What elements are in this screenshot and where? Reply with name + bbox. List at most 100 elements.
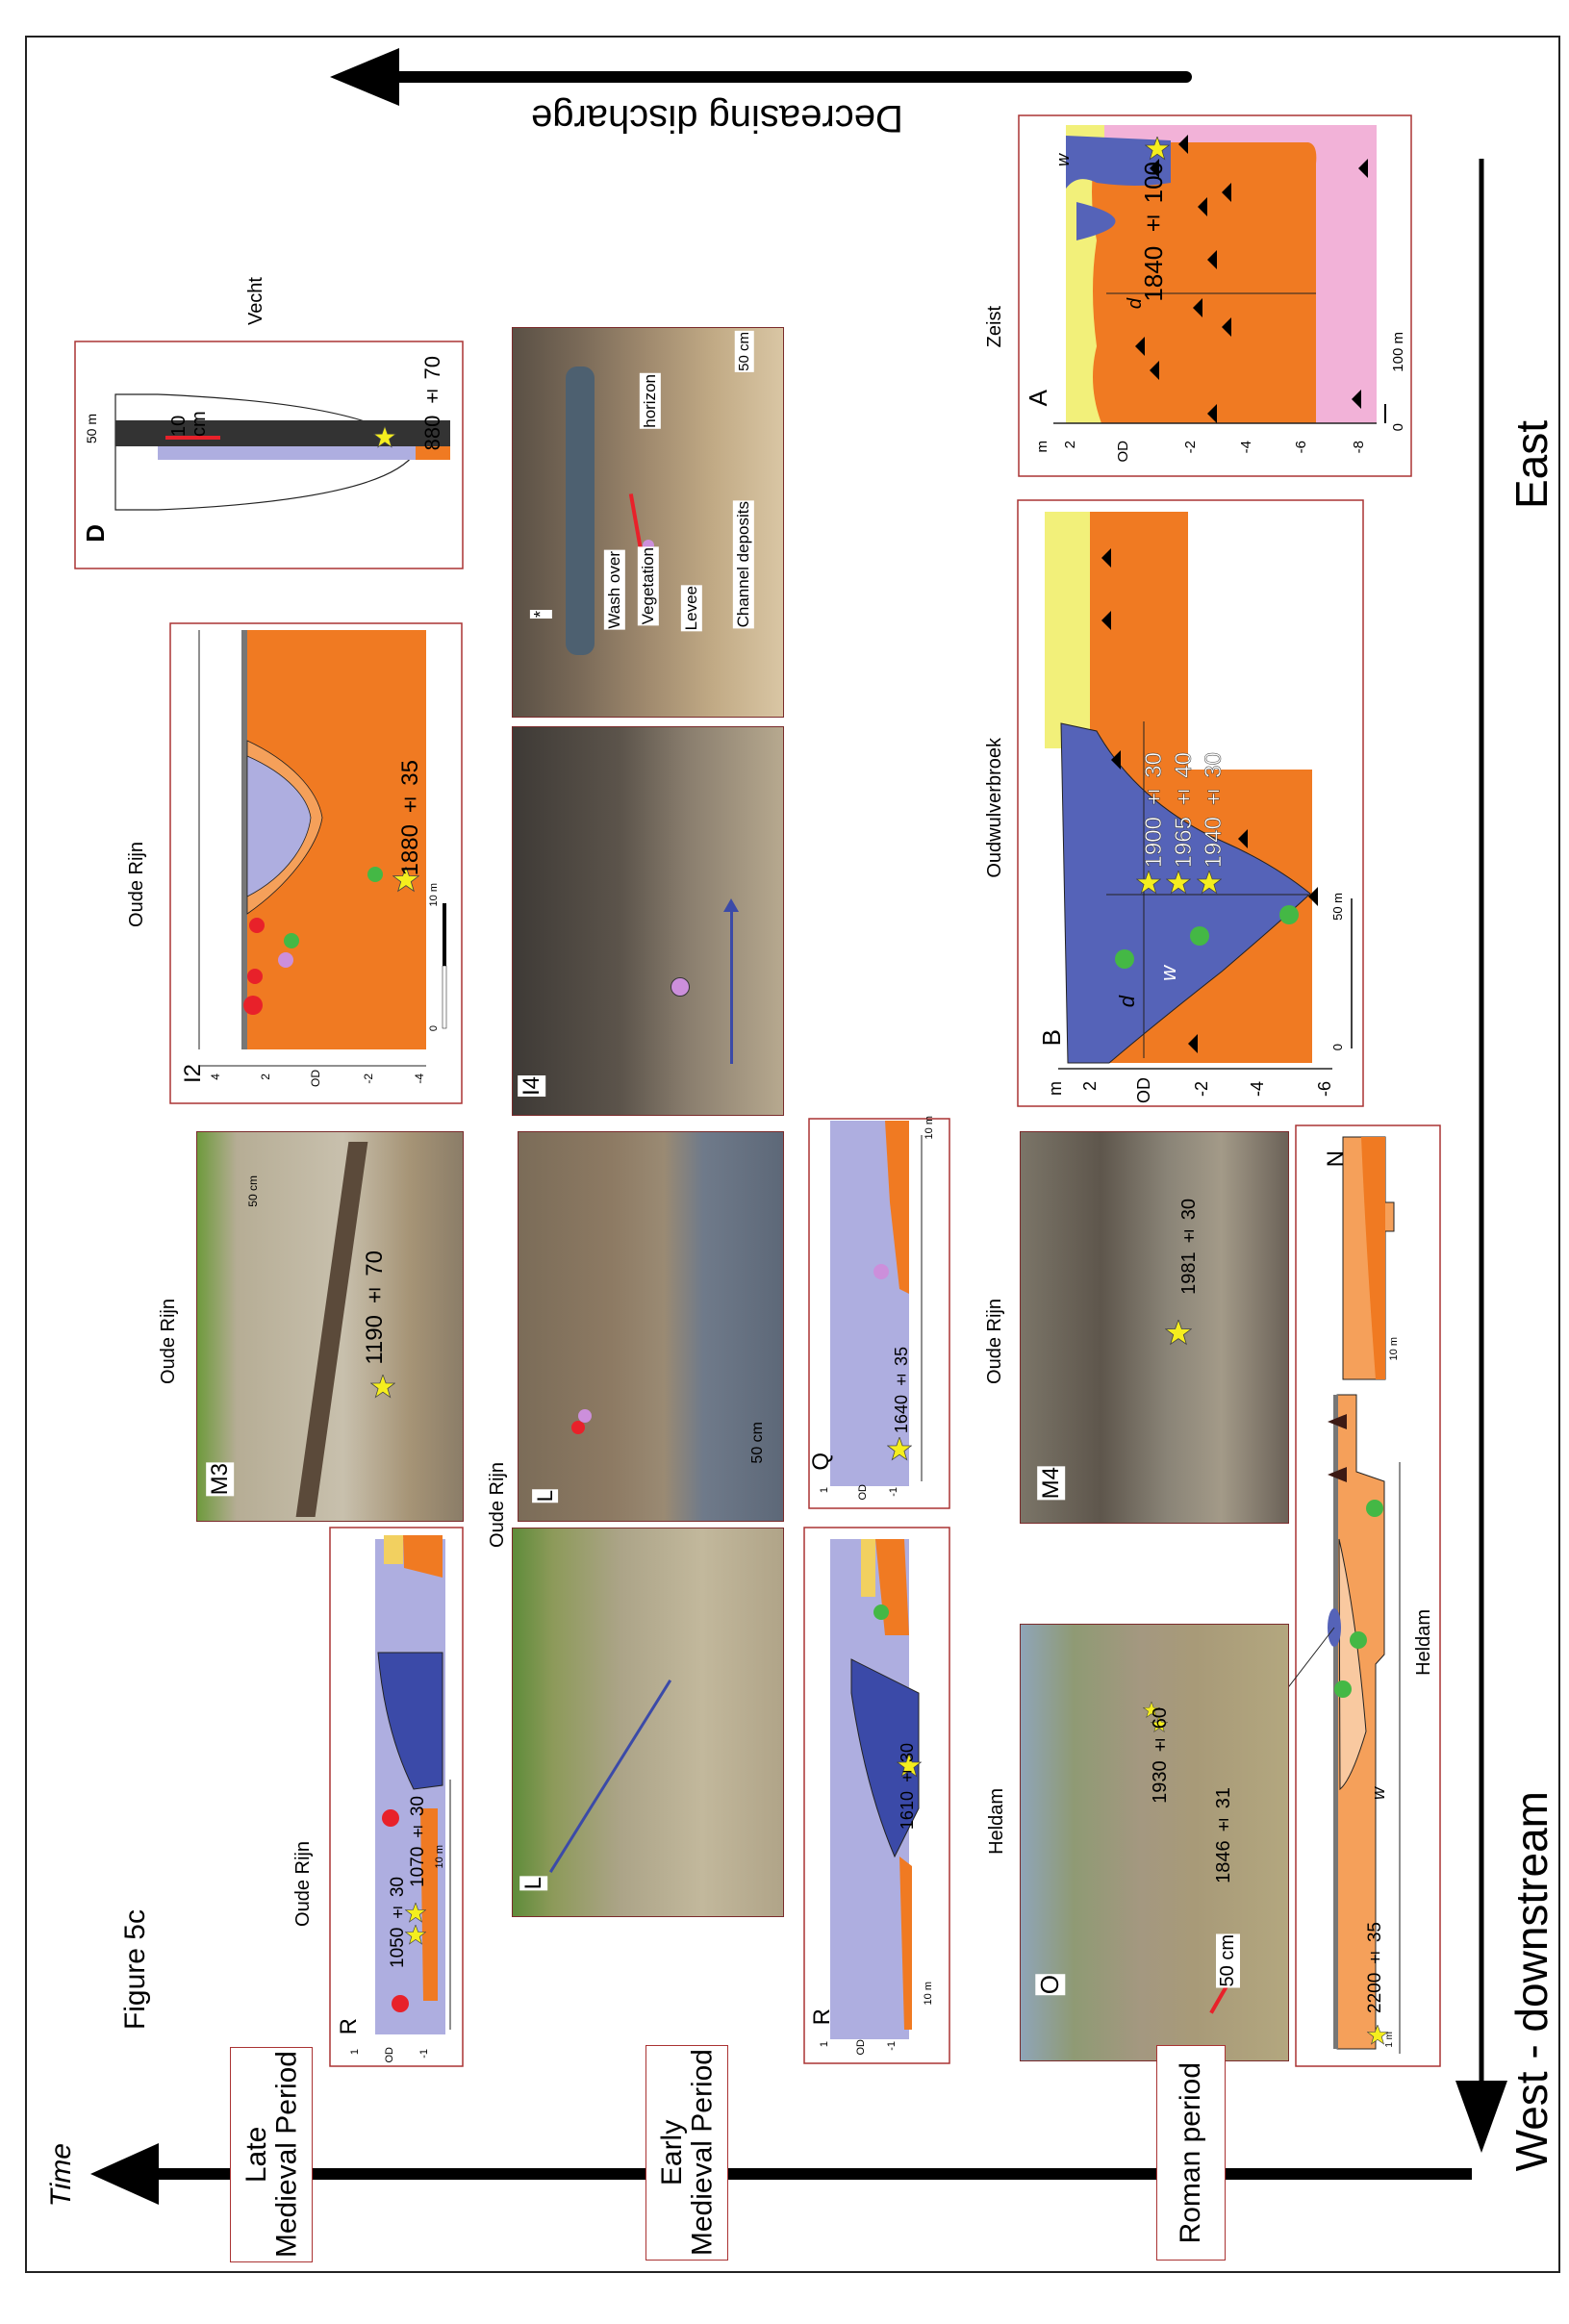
panel-m3-letter: M3 <box>206 1462 235 1497</box>
photo-i4 <box>512 726 784 1116</box>
site-zeist: Zeist <box>984 306 1005 348</box>
panel-l-letter: L <box>532 1489 559 1503</box>
panel-b-section <box>1017 499 1364 1107</box>
axis-tick: -4 <box>1238 441 1254 454</box>
panel-r-top-section <box>329 1527 464 2067</box>
green-dot <box>284 933 299 948</box>
green-dot <box>1366 1500 1383 1517</box>
photo-l-right <box>518 1131 784 1522</box>
site-oude-rijn-m4: Oude Rijn <box>984 1299 1005 1384</box>
photo-m3 <box>196 1131 464 1522</box>
scale-label: 100 m <box>1390 332 1406 372</box>
panel-n-letter: N <box>1323 1150 1349 1168</box>
axis-tick: -4 <box>1248 1081 1267 1098</box>
axis-tick: OD <box>384 2047 395 2063</box>
violet-dot <box>578 1409 592 1423</box>
flow-arrow <box>548 1680 672 1873</box>
photo-asterisk: * <box>530 610 552 619</box>
axis-tick: OD <box>855 2039 867 2056</box>
axis-tick: 1 <box>819 2041 830 2048</box>
east-label: East <box>1506 420 1556 510</box>
panel-l-left-letter: L <box>519 1876 548 1891</box>
panel-i2-section <box>169 622 463 1104</box>
figure-label: Figure 5c <box>119 1909 151 2031</box>
label-scale: 50 cm <box>735 331 754 372</box>
axis-tick: -2 <box>362 1074 375 1084</box>
panel-i2-letter: I2 <box>180 1064 206 1084</box>
site-heldam-o: Heldam <box>986 1788 1007 1855</box>
site-oude-rijn-l: Oude Rijn <box>487 1462 508 1548</box>
photo-l-left <box>512 1528 784 1917</box>
axis-tick: 2 <box>1062 441 1078 449</box>
axis-tick: 2 <box>1080 1081 1100 1092</box>
panel-r-mid-date: 1610 ± 30 <box>898 1743 917 1831</box>
axis-tick: -4 <box>413 1074 426 1084</box>
label-channel-deposits: Channel deposits <box>733 500 754 629</box>
panel-b-date: 1900 ± 30 <box>1141 752 1168 869</box>
panel-b-d: d <box>1115 996 1139 1008</box>
axis-tick: 1 <box>819 1487 830 1494</box>
panel-heldam-w: w <box>1369 1787 1388 1800</box>
site-oude-rijn-m3: Oude Rijn <box>158 1299 179 1384</box>
site-vecht: Vecht <box>245 277 266 326</box>
axis-tick: 1 <box>349 2049 361 2056</box>
panel-m3-scale: 50 cm <box>246 1175 260 1207</box>
time-arrow <box>90 2143 1472 2205</box>
axis-tick: OD <box>1115 441 1131 463</box>
panel-i4-letter: I4 <box>518 1075 546 1098</box>
panel-d-letter: D <box>81 524 110 543</box>
violet-dot <box>873 1264 889 1279</box>
panel-r-top-date: 1070 ± 30 <box>408 1796 428 1887</box>
figure-border <box>25 36 1560 2273</box>
label-wash-over: Wash over <box>604 550 625 630</box>
panel-b-date: 1940 ± 30 <box>1201 752 1227 869</box>
red-dot <box>571 1421 585 1434</box>
channel-fill-band <box>295 1142 368 1517</box>
scale-zero: 0 <box>1390 423 1406 432</box>
panel-m3-date: 1190 ± 70 <box>362 1250 388 1365</box>
panel-a-date: 1840 ± 100 <box>1139 162 1168 302</box>
panel-o-letter: O <box>1035 1974 1066 1996</box>
panel-a-letter: A <box>1024 390 1052 407</box>
panel-r-top-date: 1050 ± 30 <box>388 1877 408 1968</box>
panel-q-letter: Q <box>808 1452 834 1471</box>
label-levee: Levee <box>681 585 702 632</box>
panel-heldam-date: 2200 ± 35 <box>1365 1922 1385 2013</box>
axis-tick: m <box>1046 1081 1065 1096</box>
panel-b-letter: B <box>1037 1029 1066 1047</box>
green-dot <box>1279 905 1299 924</box>
flow-arrow-head <box>723 898 739 912</box>
scale-label: 10 m <box>1388 1337 1400 1361</box>
pipe <box>566 366 595 655</box>
site-oude-rijn-r: Oude Rijn <box>292 1841 314 1927</box>
site-oude-rijn-i2: Oude Rijn <box>126 842 147 927</box>
site-oudwulverbroek: Oudwulverbroek <box>984 738 1005 878</box>
label-horizon: horizon <box>640 373 661 429</box>
scale-label: 50 m <box>1330 893 1345 921</box>
red-dot <box>382 1809 399 1827</box>
photo-o <box>1020 1624 1289 2061</box>
scale-bar <box>628 493 644 551</box>
discharge-label: Decreasing discharge <box>531 97 903 139</box>
discharge-arrow <box>330 48 1192 106</box>
axis-tick: -1 <box>418 2049 430 2059</box>
axis-tick: -2 <box>1192 1081 1211 1098</box>
axis-tick: -1 <box>888 1487 899 1497</box>
panel-d-scale: 50 m <box>84 414 99 444</box>
panel-d-section <box>74 341 464 569</box>
label-vegetation: Vegetation <box>638 546 659 626</box>
period-line1: Roman period <box>1175 2061 1207 2244</box>
violet-dot <box>278 952 293 968</box>
panel-r-mid-section <box>803 1527 950 2064</box>
east-west-arrow <box>1455 159 1507 2153</box>
panel-a-section <box>1018 114 1412 477</box>
scale-label: 10 m <box>924 1116 935 1140</box>
red-dot <box>249 918 265 933</box>
red-dot <box>392 1995 409 2012</box>
green-dot <box>1115 949 1134 969</box>
panel-d-bar: 10 cm <box>168 411 210 437</box>
axis-tick: -2 <box>1182 441 1199 454</box>
